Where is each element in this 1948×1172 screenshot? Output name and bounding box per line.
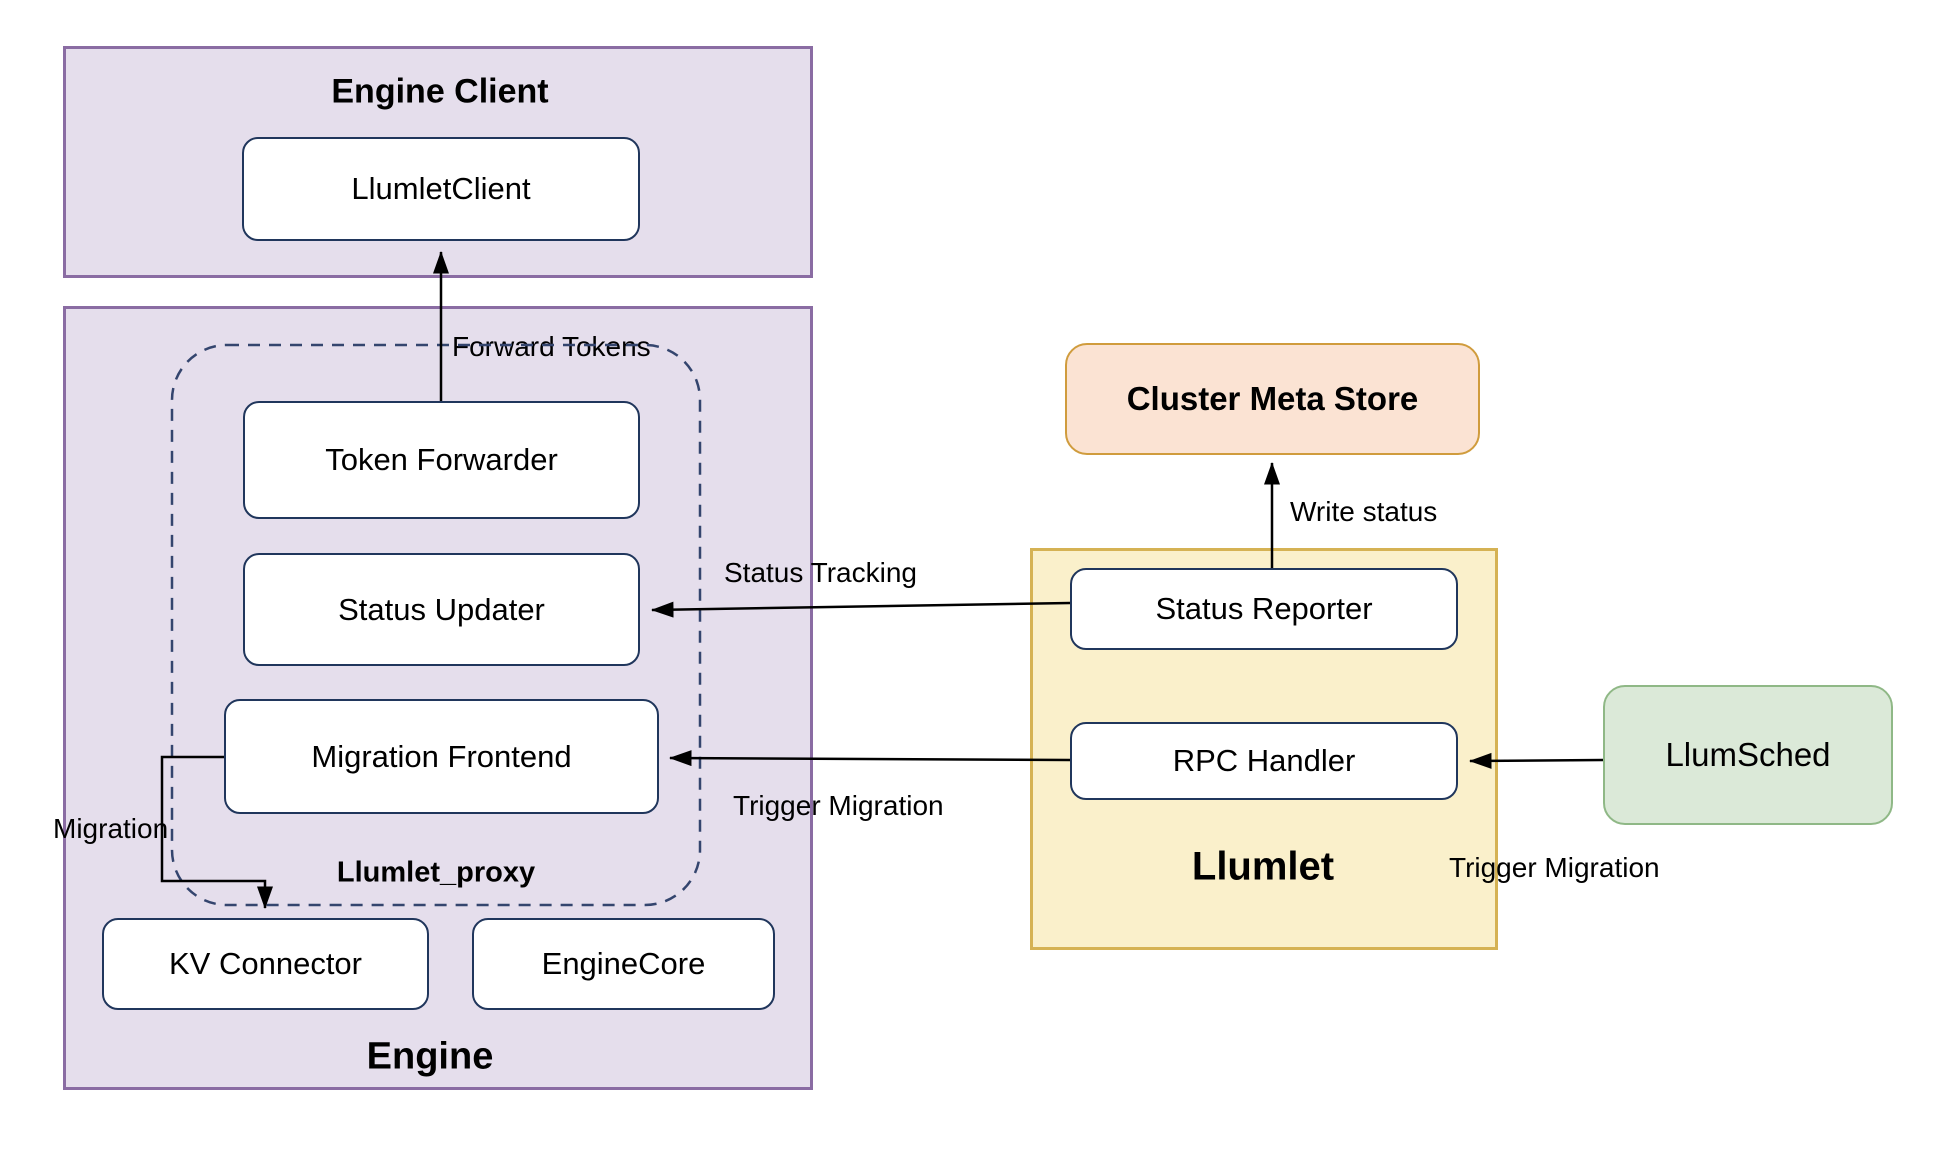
status-reporter-node: Status Reporter [1070, 568, 1458, 650]
llumsched-node: LlumSched [1603, 685, 1893, 825]
trigger-migration-label: Trigger Migration [733, 790, 944, 821]
write-status-label: Write status [1290, 496, 1438, 527]
forward-tokens-label: Forward Tokens [452, 331, 651, 362]
status-tracking-label: Status Tracking [724, 557, 917, 588]
rpc-handler-node: RPC Handler [1070, 722, 1458, 800]
llumlet-proxy-label: Llumlet_proxy [336, 856, 536, 889]
status-updater-node: Status Updater [243, 553, 640, 666]
engine-core-node: EngineCore [472, 918, 775, 1010]
token-forwarder-node: Token Forwarder [243, 401, 640, 519]
migration-label: Migration [53, 813, 169, 844]
trigger-migration-sched-label: Trigger Migration [1449, 852, 1660, 883]
kv-connector-node: KV Connector [102, 918, 429, 1010]
llumlet-client-node: LlumletClient [242, 137, 640, 241]
cluster-meta-store-node: Cluster Meta Store [1065, 343, 1480, 455]
migration-frontend-node: Migration Frontend [224, 699, 659, 814]
engine-client-title: Engine Client [331, 72, 549, 111]
llumlet-title: Llumlet [1191, 844, 1335, 889]
engine-title: Engine [366, 1035, 494, 1078]
